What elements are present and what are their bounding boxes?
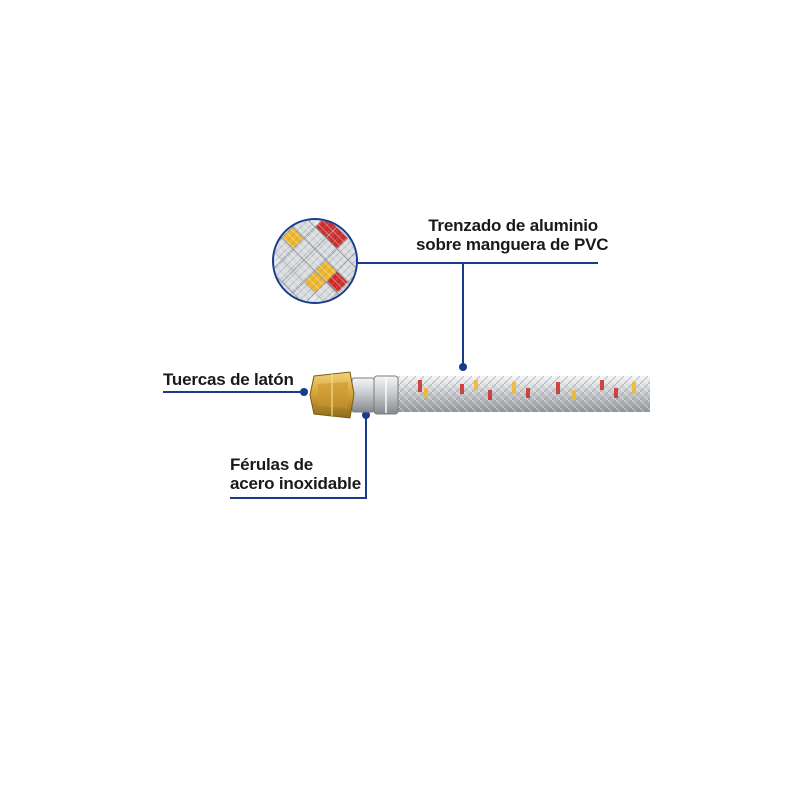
callout-lines	[163, 262, 598, 499]
callout-dots	[300, 363, 467, 419]
braid-callout-dot	[459, 363, 467, 371]
nuts-label: Tuercas de latón	[163, 370, 294, 389]
ferrule-label: Férulas de acero inoxidable	[230, 455, 361, 493]
brass-nut	[309, 371, 355, 419]
nuts-callout-dot	[300, 388, 308, 396]
nuts-label-text: Tuercas de latón	[163, 370, 294, 389]
braided-hose	[396, 376, 650, 412]
braid-label-line2: sobre manguera de PVC	[416, 235, 609, 254]
braid-closeup	[272, 218, 358, 304]
braid-label: Trenzado de aluminio sobre manguera de P…	[416, 216, 609, 254]
hose-color-stripes	[418, 380, 636, 400]
ferrule-callout-dot	[362, 411, 370, 419]
ferrule-label-line2: acero inoxidable	[230, 474, 361, 493]
braid-label-line1: Trenzado de aluminio	[428, 216, 598, 235]
stainless-ferrule	[351, 375, 399, 415]
ferrule-callout-line	[230, 417, 367, 499]
ferrule-label-line1: Férulas de	[230, 455, 314, 474]
